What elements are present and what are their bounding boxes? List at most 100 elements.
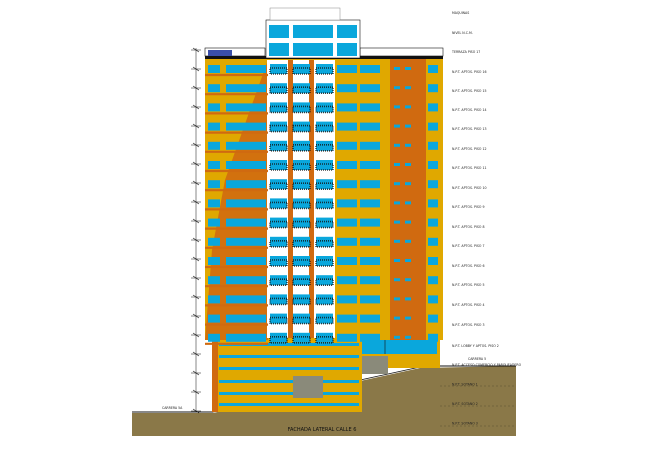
window-small xyxy=(405,335,411,339)
window-edge xyxy=(428,314,438,323)
window-band xyxy=(226,65,266,73)
balcony-railing xyxy=(315,240,334,248)
balcony-glass xyxy=(270,313,287,324)
window-band xyxy=(226,141,266,150)
dimension-line xyxy=(191,47,201,414)
level-label: N.P.T. SOTANO 3 xyxy=(452,422,478,426)
window-right xyxy=(337,141,357,150)
level-label: N.P.T. APTOS. PISO 3 xyxy=(452,323,484,327)
balcony-glass xyxy=(316,102,333,113)
balcony-railing xyxy=(315,259,334,267)
balcony-railing xyxy=(292,144,311,152)
window-left xyxy=(208,199,220,208)
dimension-mark xyxy=(192,313,200,319)
window-right xyxy=(360,141,380,150)
window-right xyxy=(337,333,357,342)
balcony-glass xyxy=(293,198,310,209)
window-right xyxy=(360,84,380,93)
balcony-glass xyxy=(270,179,287,190)
drawing-title: FACHADA LATERAL CALLE 6 xyxy=(288,427,357,433)
balcony-railing xyxy=(292,86,311,94)
window-left xyxy=(208,276,220,285)
balcony-railing xyxy=(292,67,311,75)
dimension-mark xyxy=(192,389,200,395)
balcony-railing xyxy=(269,86,288,94)
window-small xyxy=(405,316,411,320)
machine-room-glass-6 xyxy=(337,43,357,56)
window-band xyxy=(226,199,266,208)
dimension-mark xyxy=(192,66,200,72)
balcony-glass xyxy=(270,256,287,266)
machine-room-glass-5 xyxy=(293,43,333,56)
dimension-mark xyxy=(192,332,200,338)
tower-core-column-left xyxy=(288,60,293,338)
window-right xyxy=(360,333,380,342)
window-edge xyxy=(428,199,438,208)
balcony-railing xyxy=(269,220,288,229)
balcony-glass xyxy=(293,160,310,170)
window-small xyxy=(394,297,400,301)
balcony-glass xyxy=(316,236,333,247)
balcony-glass xyxy=(316,275,333,286)
balcony-glass xyxy=(316,64,333,74)
window-left xyxy=(208,141,220,150)
balcony-glass xyxy=(293,294,310,305)
dimension-mark xyxy=(192,351,200,357)
balcony-glass xyxy=(293,332,310,343)
balcony-railing xyxy=(269,335,288,344)
window-band xyxy=(226,295,266,304)
balcony-railing xyxy=(315,182,334,190)
level-label: N.P.T. APTOS. PISO 10 xyxy=(452,186,487,190)
balcony-glass xyxy=(316,313,333,324)
parapet-right xyxy=(359,47,444,57)
balcony-railing xyxy=(269,67,288,75)
machine-room-roof xyxy=(269,7,341,21)
window-right xyxy=(337,314,357,323)
window-small xyxy=(394,67,400,70)
window-right xyxy=(337,237,357,246)
window-small xyxy=(405,297,411,301)
window-right xyxy=(337,218,357,227)
window-right xyxy=(360,180,380,189)
window-right xyxy=(360,314,380,323)
balcony-railing xyxy=(315,105,334,114)
window-left xyxy=(208,161,220,169)
window-small xyxy=(394,163,400,166)
parking-entrance xyxy=(293,376,323,398)
window-small xyxy=(405,220,411,224)
level-label: NIVEL N.C.M. xyxy=(452,31,473,35)
balcony-railing xyxy=(315,316,334,325)
balcony-glass xyxy=(316,140,333,151)
window-edge xyxy=(428,180,438,189)
tower-core-column-right xyxy=(309,60,314,338)
balcony-railing xyxy=(292,335,311,344)
window-edge xyxy=(428,218,438,227)
balcony-glass xyxy=(316,332,333,343)
level-label: N.P.T. SOTANO 2 xyxy=(452,402,478,406)
balcony-railing xyxy=(269,297,288,306)
carrera-right-label: CARRERA 5 xyxy=(468,357,486,361)
balcony-glass xyxy=(293,121,310,132)
window-band xyxy=(226,257,266,265)
dimension-mark xyxy=(192,218,200,224)
window-small xyxy=(394,278,400,282)
window-left xyxy=(208,314,220,323)
window-small xyxy=(405,124,411,128)
balcony-glass xyxy=(293,236,310,247)
balcony-railing xyxy=(269,259,288,267)
window-left xyxy=(208,180,220,189)
window-band xyxy=(226,84,266,93)
balcony-railing xyxy=(269,240,288,248)
level-label: N.P.T. APTOS. PISO 11 xyxy=(452,166,487,170)
window-edge xyxy=(428,295,438,304)
balcony-glass xyxy=(270,160,287,170)
dimension-mark xyxy=(192,237,200,243)
window-band xyxy=(226,218,266,227)
window-right xyxy=(360,103,380,112)
window-left xyxy=(208,84,220,93)
balcony-railing xyxy=(292,182,311,190)
podium-band-1 xyxy=(219,343,359,346)
carrera-left-label: CARRERA 5A xyxy=(162,406,183,410)
balcony-railing xyxy=(269,201,288,210)
level-label: N.P.T. APTOS. PISO 8 xyxy=(452,225,484,229)
